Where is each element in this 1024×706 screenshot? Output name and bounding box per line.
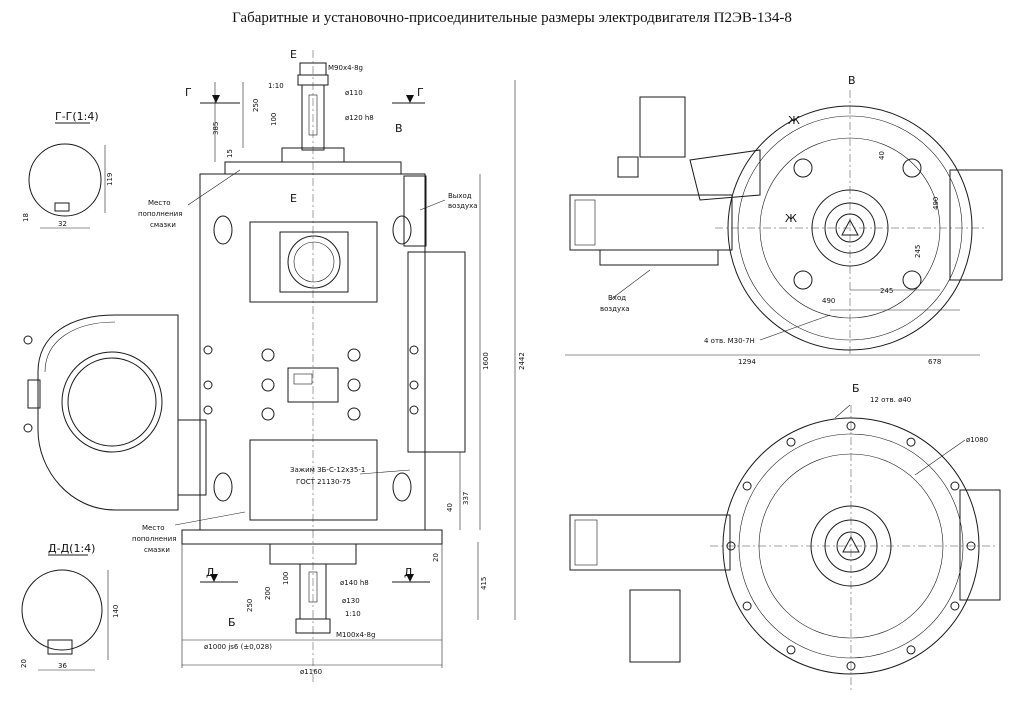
- dim-d130: ø130: [342, 597, 360, 605]
- note-earth-1: Зажим ЗБ-С-12х35-1: [290, 466, 365, 474]
- note-lube-top-2: пополнения: [138, 210, 182, 218]
- note-holes-m30: 4 отв. М30-7Н: [704, 337, 755, 345]
- dim-678: 678: [928, 358, 941, 366]
- section-dd: Д-Д(1:4) 140 20 36: [20, 542, 120, 671]
- view-v-label: В: [848, 74, 856, 87]
- bolt-hole: [950, 601, 960, 611]
- dim-250b: 250: [246, 599, 254, 612]
- label-g-right: Г: [417, 86, 424, 99]
- note-lube-top-1: Место: [148, 199, 171, 207]
- dim-415: 415: [480, 577, 488, 590]
- dim-32: 32: [58, 220, 67, 228]
- note-air-out-1: Выход: [448, 192, 472, 200]
- dim-245v: 245: [914, 245, 922, 258]
- main-view-labels: Е Е Г Г В M90x4-8g 1:10 ø110 ø120 h8 385…: [132, 48, 526, 676]
- note-air-out-2: воздуха: [448, 202, 478, 210]
- note-lube-bottom-1: Место: [142, 524, 165, 532]
- dim-100: 100: [270, 113, 278, 126]
- dim-2442: 2442: [518, 352, 526, 370]
- dim-119: 119: [106, 173, 114, 186]
- label-b-arrow: Б: [228, 616, 236, 629]
- view-v-labels: Вход воздуха 4 отв. М30-7Н Ж Ж 40 490 49…: [600, 114, 941, 366]
- bolt-hole: [906, 645, 916, 655]
- note-air-in-1: Вход: [608, 294, 626, 302]
- section-gg: Г-Г(1:4) 119 18 32: [22, 110, 114, 229]
- view-v: В: [565, 74, 1003, 356]
- note-air-in-2: воздуха: [600, 305, 630, 313]
- dim-d110: ø110: [345, 89, 363, 97]
- dim-20: 20: [20, 659, 28, 668]
- bolt-hole: [950, 481, 960, 491]
- bolt-hole: [786, 437, 796, 447]
- note-lube-top-3: смазки: [150, 221, 176, 229]
- dim-100b: 100: [282, 572, 290, 585]
- bolt-hole: [846, 421, 856, 431]
- label-v-arrow: В: [395, 122, 403, 135]
- bolt-hole: [846, 661, 856, 671]
- dim-1294: 1294: [738, 358, 756, 366]
- label-e-top: Е: [290, 48, 297, 61]
- dim-337: 337: [462, 492, 470, 505]
- label-d-right: Д: [404, 566, 413, 579]
- view-b: Б 12 отв. ø40 ø1080: [569, 382, 1001, 690]
- dim-36: 36: [58, 662, 67, 670]
- dim-d1000: ø1000 js6 (±0,028): [204, 643, 272, 651]
- label-g-left: Г: [185, 86, 192, 99]
- note-holes-d40: 12 отв. ø40: [870, 396, 911, 404]
- taper-top: 1:10: [268, 82, 284, 90]
- label-d-left: Д: [206, 566, 215, 579]
- dim-20: 20: [432, 553, 440, 562]
- bolt-hole: [786, 645, 796, 655]
- dim-40v: 40: [878, 151, 886, 160]
- dim-1600: 1600: [482, 352, 490, 370]
- dim-40: 40: [446, 503, 454, 512]
- bolt-hole: [906, 437, 916, 447]
- fan-housing: [23, 314, 207, 511]
- note-lube-bottom-3: смазки: [144, 546, 170, 554]
- bolt-hole: [966, 541, 976, 551]
- drawing-title: Габаритные и установочно-присоединительн…: [232, 10, 792, 26]
- thread-top: M90x4-8g: [328, 64, 363, 72]
- view-b-label: Б: [852, 382, 860, 395]
- thread-bottom: M100x4-8g: [336, 631, 375, 639]
- dim-200: 200: [264, 587, 272, 600]
- note-earth-2: ГОСТ 21130-75: [296, 478, 351, 486]
- dim-18: 18: [22, 213, 30, 222]
- dim-d1160: ø1160: [300, 668, 322, 676]
- dim-250: 250: [252, 99, 260, 112]
- note-lube-bottom-2: пополнения: [132, 535, 176, 543]
- bolt-hole: [726, 541, 736, 551]
- dim-140: 140: [112, 605, 120, 618]
- dim-245: 245: [880, 287, 893, 295]
- main-view: [174, 50, 516, 685]
- dim-d1080: ø1080: [966, 436, 988, 444]
- label-zh-top: Ж: [788, 114, 800, 127]
- bolt-hole: [742, 481, 752, 491]
- label-e-bottom: Е: [290, 192, 297, 205]
- bolt-hole: [742, 601, 752, 611]
- label-zh-bottom: Ж: [785, 212, 797, 225]
- dim-385: 385: [212, 122, 220, 135]
- section-dd-label: Д-Д(1:4): [48, 542, 95, 555]
- dim-490h: 490: [822, 297, 835, 305]
- dim-d140: ø140 h8: [340, 579, 369, 587]
- dim-d120: ø120 h8: [345, 114, 374, 122]
- section-gg-label: Г-Г(1:4): [55, 110, 99, 123]
- dim-490v: 490: [932, 197, 940, 210]
- dim-15: 15: [226, 149, 234, 158]
- taper-bottom: 1:10: [345, 610, 361, 618]
